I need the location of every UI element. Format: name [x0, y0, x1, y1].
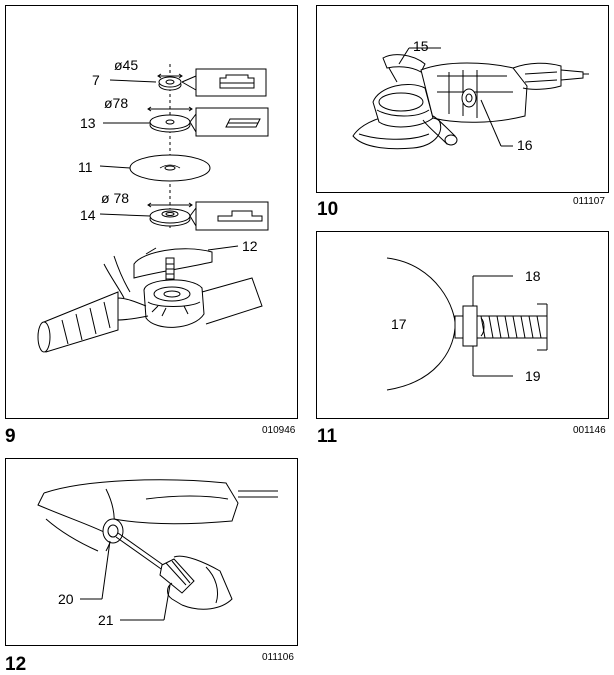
figure-number-12: 12	[5, 654, 27, 675]
callout-17: 17	[391, 316, 407, 332]
figure-10-panel: 15 16	[316, 5, 609, 193]
callout-14: 14	[80, 207, 96, 223]
dimension-diameter-78-upper: ø78	[104, 95, 129, 111]
callout-13: 13	[80, 115, 96, 131]
figure-number-10: 10	[317, 199, 339, 220]
figure-code-12: 011106	[262, 652, 294, 663]
grinding-wheel-part-11	[129, 154, 211, 182]
figure-12-panel: 20 21	[5, 458, 298, 646]
grinder-rear-housing	[37, 479, 278, 552]
brush-spring	[477, 303, 548, 351]
callout-16: 16	[517, 137, 533, 153]
callout-20: 20	[58, 591, 74, 607]
brush-holder-cap	[102, 518, 124, 544]
dimension-diameter-78-lower: ø 78	[101, 190, 130, 206]
inner-flange-part-14	[149, 208, 191, 227]
figure-12-drawing	[37, 479, 278, 621]
screwdriver	[115, 532, 195, 594]
figure-11-panel: 17 18 19	[316, 231, 609, 419]
carbon-brush	[454, 305, 478, 347]
figure-10-drawing	[352, 47, 589, 150]
hand	[167, 555, 233, 610]
figure-number-11: 11	[317, 426, 338, 447]
dimension-diameter-45: ø45	[114, 57, 139, 73]
callout-21: 21	[98, 612, 114, 628]
angle-grinder-drawing	[352, 54, 589, 150]
outer-flange-part-13	[149, 114, 191, 133]
figure-9-drawing	[37, 64, 269, 353]
grinder-with-wheel-guard	[37, 247, 263, 353]
figure-number-9: 9	[5, 426, 16, 447]
figure-code-9: 010946	[262, 425, 296, 436]
callout-7: 7	[92, 72, 100, 88]
figure-9-panel: ø45 7 ø78 13 11 ø 78 14 12	[5, 5, 298, 419]
figure-code-10: 011107	[573, 196, 605, 207]
figure-code-11: 001146	[573, 425, 606, 436]
callout-15: 15	[413, 38, 429, 54]
figure-11-drawing	[386, 257, 548, 391]
callout-19: 19	[525, 368, 541, 384]
callout-12: 12	[242, 238, 258, 254]
callout-11: 11	[78, 159, 93, 175]
lock-nut-part-7	[158, 76, 182, 91]
callout-18: 18	[525, 268, 541, 284]
